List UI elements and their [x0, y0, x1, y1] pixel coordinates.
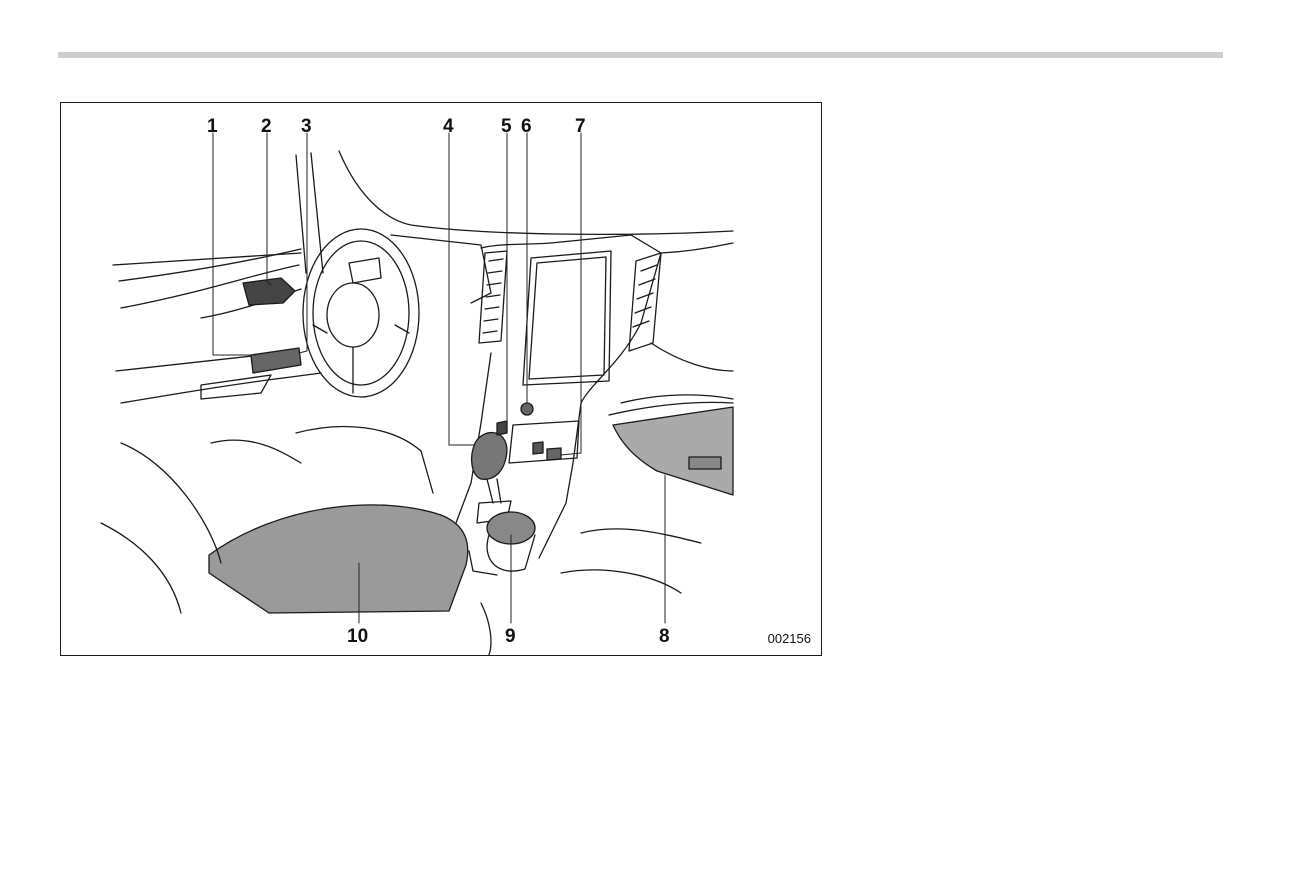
callout-7: 7: [575, 117, 586, 136]
figure-id: 002156: [768, 631, 811, 646]
callout-8: 8: [659, 627, 670, 646]
callout-3: 3: [301, 117, 312, 136]
car-interior-illustration: [61, 103, 821, 655]
callout-6: 6: [521, 117, 532, 136]
callout-1: 1: [207, 117, 218, 136]
header-rule: [58, 52, 1223, 58]
callout-2: 2: [261, 117, 272, 136]
interior-figure: 1 2 3 4 5 6 7 8 9 10 002156: [60, 102, 822, 656]
callout-5: 5: [501, 117, 512, 136]
callout-4: 4: [443, 117, 454, 136]
callout-9: 9: [505, 627, 516, 646]
callout-10: 10: [347, 627, 368, 646]
